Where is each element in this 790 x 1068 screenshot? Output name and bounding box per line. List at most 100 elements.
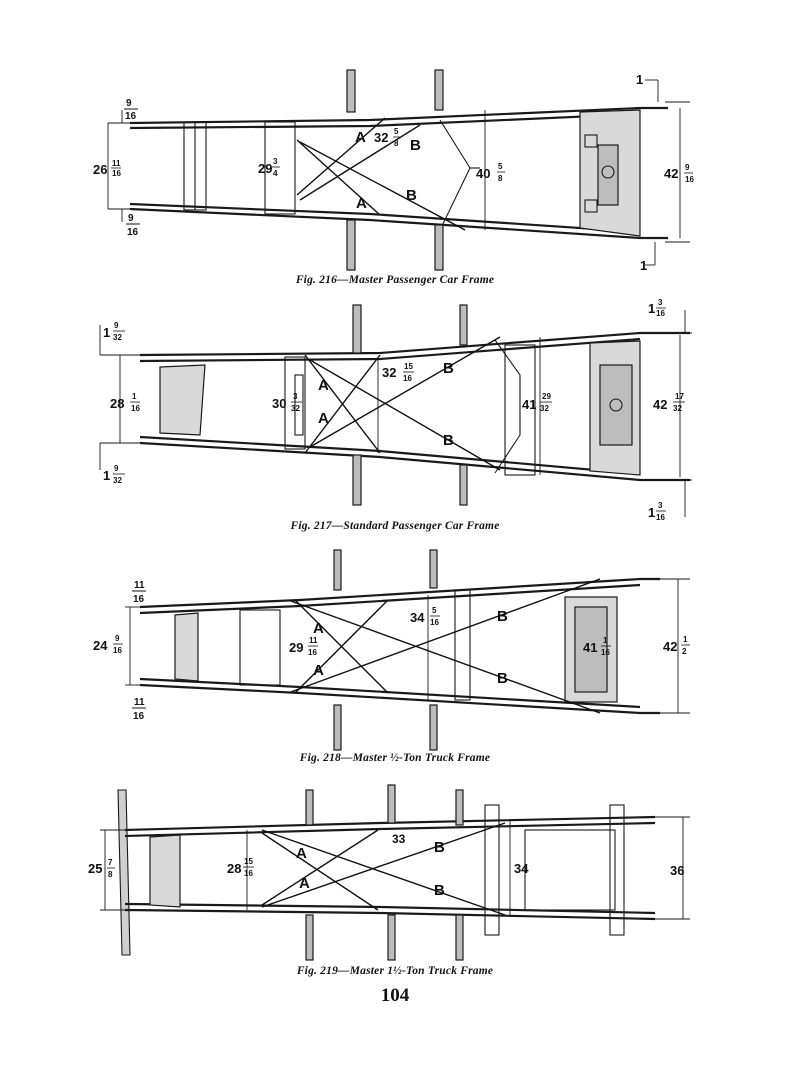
label-b-lower: B xyxy=(497,670,508,687)
svg-text:11: 11 xyxy=(134,697,145,708)
svg-text:1: 1 xyxy=(103,325,110,340)
svg-text:3: 3 xyxy=(273,157,278,166)
svg-text:24: 24 xyxy=(93,638,108,653)
svg-text:16: 16 xyxy=(403,374,412,383)
svg-text:42: 42 xyxy=(663,639,677,654)
svg-text:16: 16 xyxy=(112,169,121,178)
svg-text:2: 2 xyxy=(682,647,687,656)
dim-rear-width: 42 17 32 xyxy=(653,392,685,413)
dim-mid1: 30 3 32 xyxy=(272,392,302,413)
dim-mid2: 32 5 8 xyxy=(374,127,401,148)
label-b-upper: B xyxy=(443,360,454,377)
svg-text:16: 16 xyxy=(656,513,665,522)
svg-text:4: 4 xyxy=(273,169,278,178)
svg-text:11: 11 xyxy=(309,636,318,645)
label-a-lower: A xyxy=(299,875,310,892)
svg-text:26: 26 xyxy=(93,162,107,177)
svg-text:1: 1 xyxy=(103,468,110,483)
svg-text:9: 9 xyxy=(128,213,134,224)
svg-text:25: 25 xyxy=(88,861,102,876)
dim-bottom-offset: 9 16 xyxy=(126,213,140,238)
dim-rear-bottom: 1 3 16 xyxy=(648,501,666,522)
svg-text:3: 3 xyxy=(293,392,298,401)
svg-text:5: 5 xyxy=(498,162,503,171)
svg-text:16: 16 xyxy=(685,175,694,184)
svg-text:16: 16 xyxy=(113,646,122,655)
svg-text:16: 16 xyxy=(430,618,439,627)
dim-mid1: 29 3 4 xyxy=(258,157,280,178)
label-b-upper: B xyxy=(434,839,445,856)
svg-text:32: 32 xyxy=(113,476,122,485)
svg-text:16: 16 xyxy=(601,648,610,657)
figure-219-diagram: A A B B 25 7 8 28 15 16 33 34 36 xyxy=(88,784,690,961)
figure-216-diagram: A A B B 9 16 26 11 16 9 16 29 3 4 32 5 8… xyxy=(93,69,694,273)
label-b-lower: B xyxy=(406,187,417,204)
caption-fig-219: Fig. 219—Master 1½-Ton Truck Frame xyxy=(296,965,494,977)
label-a-lower: A xyxy=(318,410,329,427)
svg-text:16: 16 xyxy=(308,648,317,657)
svg-text:17: 17 xyxy=(675,392,684,401)
label-b-upper: B xyxy=(410,137,421,154)
dim-rear-width: 42 9 16 xyxy=(664,163,694,184)
svg-text:9: 9 xyxy=(126,98,132,109)
dim-mid2: 34 5 16 xyxy=(410,606,440,627)
dim-mid1: 28 15 16 xyxy=(227,857,254,878)
svg-text:9: 9 xyxy=(114,321,119,330)
svg-text:40: 40 xyxy=(476,166,490,181)
svg-text:34: 34 xyxy=(410,610,425,625)
page-number: 104 xyxy=(380,985,410,1006)
svg-text:32: 32 xyxy=(540,404,549,413)
label-b-upper: B xyxy=(497,608,508,625)
svg-text:29: 29 xyxy=(289,640,303,655)
dim-bottom-offset: 11 16 xyxy=(132,697,146,722)
dim-bottom-offset: 1 9 32 xyxy=(103,464,125,485)
svg-text:9: 9 xyxy=(685,163,690,172)
svg-text:16: 16 xyxy=(125,111,137,122)
svg-text:8: 8 xyxy=(498,174,503,183)
dim-mid2: 33 xyxy=(392,832,406,846)
svg-text:41: 41 xyxy=(522,397,536,412)
label-a-upper: A xyxy=(296,845,307,862)
dim-mid3: 41 1 16 xyxy=(583,636,611,657)
svg-text:11: 11 xyxy=(112,159,121,168)
caption-fig-217: Fig. 217—Standard Passenger Car Frame xyxy=(290,520,500,532)
label-a-upper: A xyxy=(318,377,329,394)
svg-text:29: 29 xyxy=(542,392,551,401)
label-b-lower: B xyxy=(434,882,445,899)
label-b-lower: B xyxy=(443,432,454,449)
svg-text:16: 16 xyxy=(133,594,145,605)
svg-text:7: 7 xyxy=(108,858,113,867)
dim-mid3: 34 xyxy=(514,861,529,876)
svg-text:3: 3 xyxy=(658,501,663,510)
figure-217-diagram: A A B B 1 9 32 28 1 16 1 9 32 30 3 32 32… xyxy=(99,298,692,522)
svg-text:1: 1 xyxy=(603,636,608,645)
svg-text:32: 32 xyxy=(673,404,682,413)
caption-fig-218: Fig. 218—Master ½-Ton Truck Frame xyxy=(299,752,491,764)
svg-text:16: 16 xyxy=(127,227,139,238)
svg-text:32: 32 xyxy=(291,404,300,413)
svg-text:9: 9 xyxy=(114,464,119,473)
svg-text:32: 32 xyxy=(113,333,122,342)
svg-text:8: 8 xyxy=(108,870,113,879)
svg-text:29: 29 xyxy=(258,161,272,176)
svg-text:1: 1 xyxy=(132,392,137,401)
dim-top-offset: 11 16 xyxy=(132,580,146,605)
svg-text:16: 16 xyxy=(656,309,665,318)
svg-text:16: 16 xyxy=(244,869,253,878)
dim-rear-bottom: 1 xyxy=(640,258,647,273)
svg-text:30: 30 xyxy=(272,396,286,411)
figure-218-diagram: A A B B 11 16 24 9 16 11 16 29 11 16 34 … xyxy=(93,549,690,751)
svg-text:3: 3 xyxy=(658,298,663,307)
svg-text:42: 42 xyxy=(653,397,667,412)
svg-text:11: 11 xyxy=(134,580,145,591)
svg-text:8: 8 xyxy=(394,139,399,148)
dim-front-width: 25 7 8 xyxy=(88,858,115,879)
dim-mid3: 40 5 8 xyxy=(476,162,505,183)
label-a-lower: A xyxy=(356,195,367,212)
dim-top-offset: 9 16 xyxy=(124,98,138,122)
svg-text:32: 32 xyxy=(382,365,396,380)
dim-rear-width: 36 xyxy=(670,863,684,878)
svg-text:15: 15 xyxy=(404,362,413,371)
dim-top-offset: 1 9 32 xyxy=(103,321,125,342)
dim-front-width: 26 11 16 xyxy=(93,159,121,178)
